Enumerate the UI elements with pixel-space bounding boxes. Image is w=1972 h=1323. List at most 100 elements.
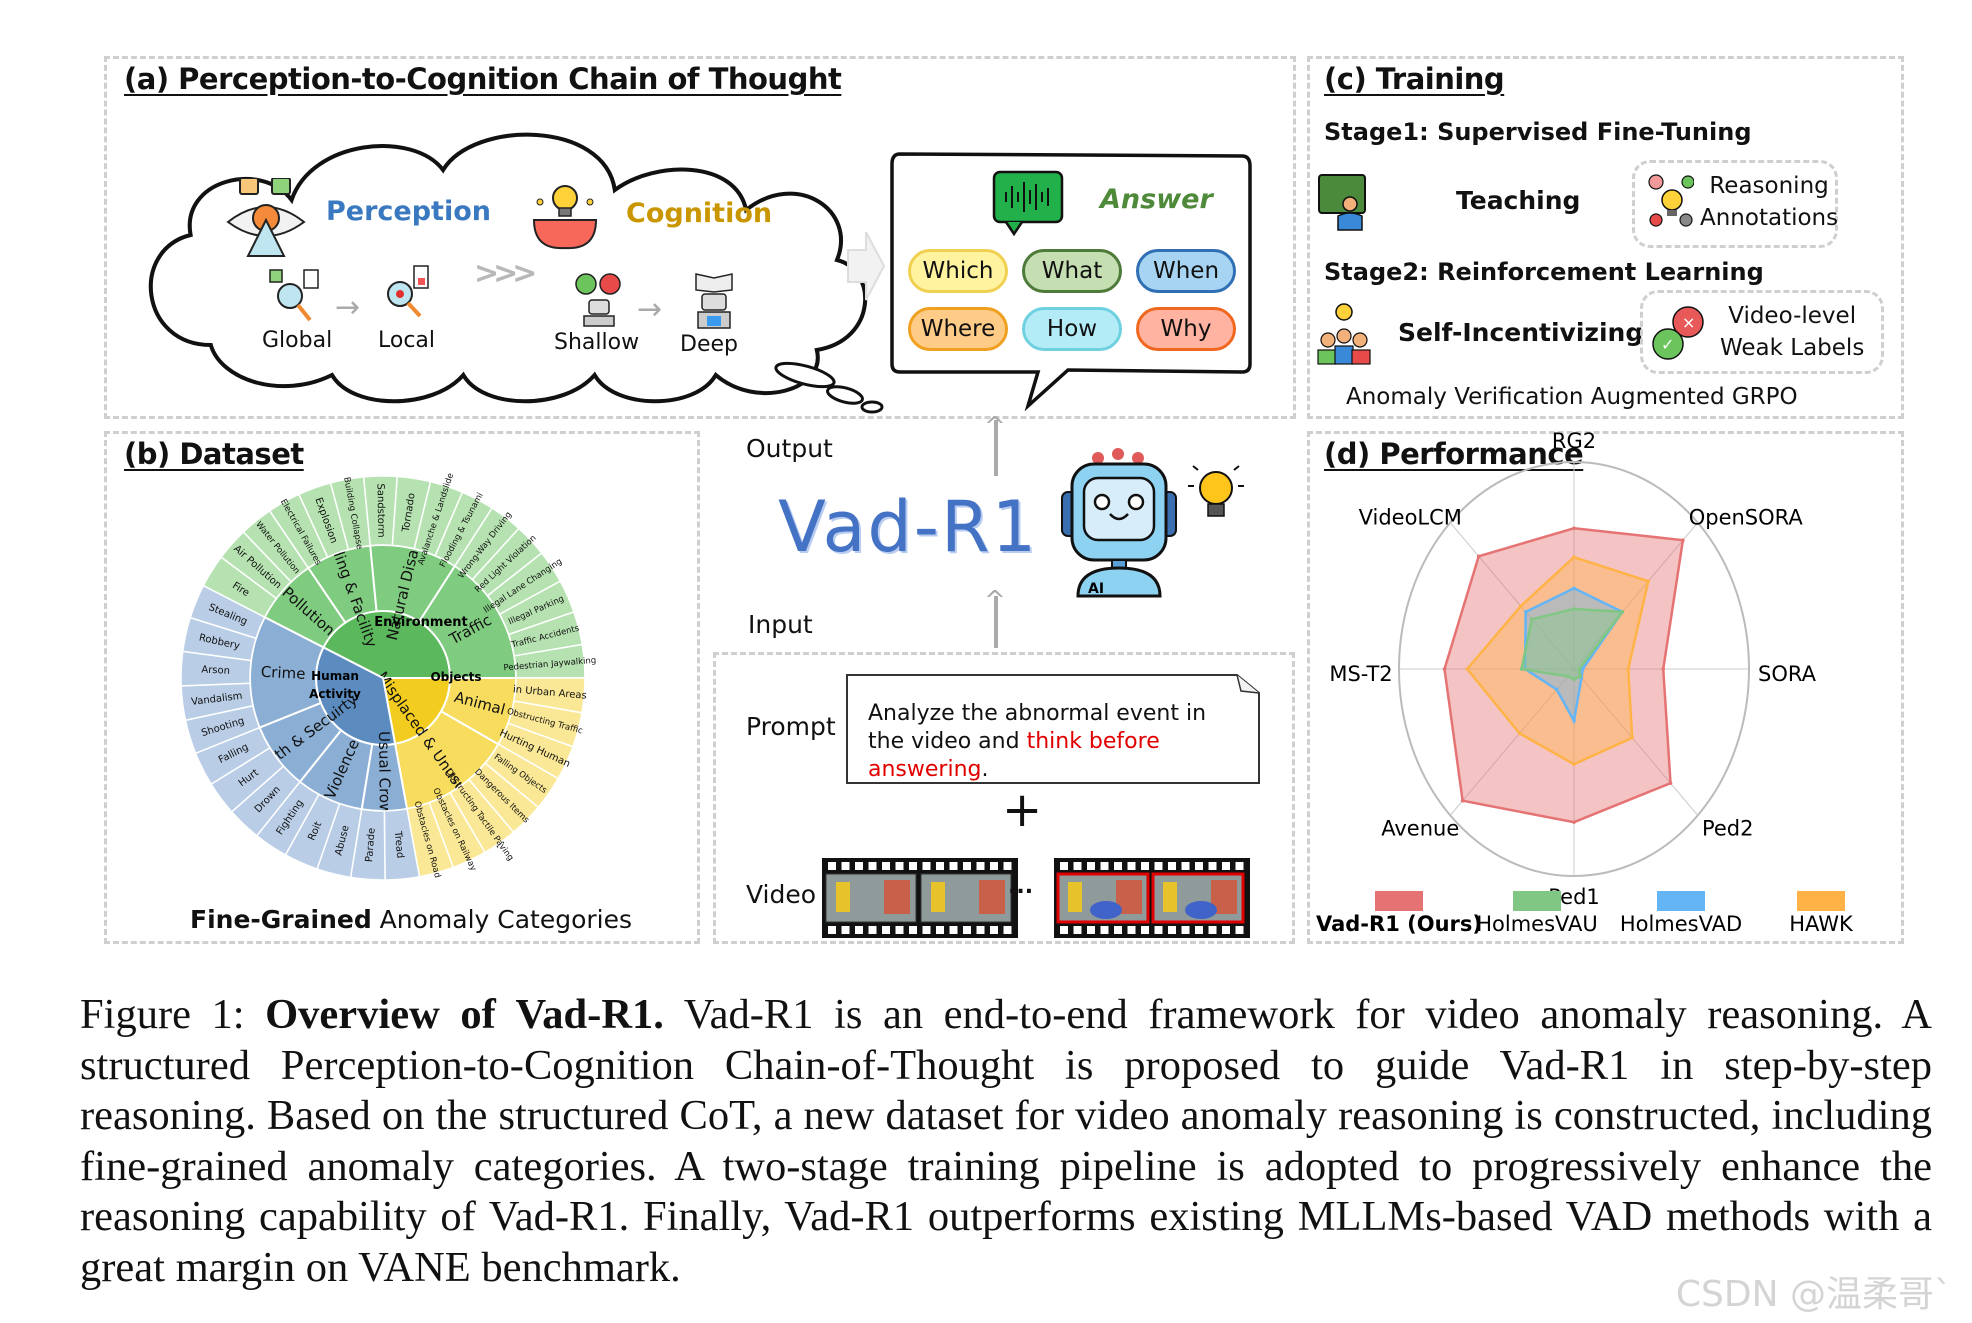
caption-prefix: Figure 1: <box>80 991 266 1038</box>
legend-swatch <box>1657 891 1705 911</box>
weak-labels-box <box>1640 290 1884 374</box>
radar-point <box>1661 667 1666 671</box>
prompt-text-end: . <box>981 757 989 782</box>
sunburst-outer-segment <box>189 584 266 640</box>
question-pill-which: Which <box>908 249 1008 293</box>
caption-bold: Overview of Vad-R1. <box>265 991 664 1038</box>
radar-point <box>1530 617 1534 622</box>
voice-answer-icon <box>992 170 1064 236</box>
reasoning-annotations-label: Reasoning Annotations <box>1700 170 1838 234</box>
arrow-shallow-deep: → <box>637 292 663 327</box>
thought-bubble-2 <box>826 385 864 405</box>
thought-bubble-1 <box>774 361 836 389</box>
step-shallow: Shallow <box>554 330 640 355</box>
stage2-label: Stage2: Reinforcement Learning <box>1324 258 1764 286</box>
radar-point <box>1442 667 1447 671</box>
radar-point <box>1580 667 1585 671</box>
radar-point <box>1572 607 1576 611</box>
radar-point <box>1460 798 1465 803</box>
svg-text:AI: AI <box>1088 581 1104 597</box>
prompt-text-highlight: think before answering <box>868 729 1160 782</box>
question-pill-why: Why <box>1136 307 1236 351</box>
radar-axis-line <box>1573 522 1699 670</box>
panel-c-title: (c) Training <box>1324 62 1505 96</box>
radar-axis-line <box>1449 522 1575 670</box>
self-incentivizing-label: Self-Incentivizing <box>1398 318 1644 347</box>
dataset-footer: Fine-Grained Anomaly Categories <box>190 905 632 934</box>
deep-robot-icon <box>695 273 733 329</box>
weak-labels-label: Video-level Weak Labels <box>1720 300 1864 364</box>
radar-point <box>1620 610 1625 614</box>
legend-label: HolmesVAD <box>1620 912 1742 936</box>
radar-axis-line <box>1449 668 1575 816</box>
radar-point <box>1646 579 1651 583</box>
ai-robot-icon: AI <box>1061 448 1244 598</box>
cognition-label: Cognition <box>626 198 773 229</box>
model-name: Vad-R1 <box>778 486 1039 568</box>
arrow-global-local: → <box>335 290 361 325</box>
watermark: CSDN @温柔哥` <box>1675 1274 1952 1315</box>
question-pill-where: Where <box>908 307 1008 351</box>
radar-point <box>1681 538 1685 542</box>
reasoning-line2: Annotations <box>1700 205 1839 231</box>
video-label: Video <box>746 880 817 909</box>
shallow-robot-icon <box>575 273 621 327</box>
global-search-icon <box>269 269 319 322</box>
performance-radar-chart: RG2OpenSORASORAPed2Ped1AvenueMS-T2VideoL… <box>1316 431 1854 936</box>
radar-point <box>1630 735 1634 740</box>
svg-text:✓: ✓ <box>1661 335 1674 354</box>
radar-point <box>1626 667 1631 671</box>
radar-point <box>1578 674 1582 679</box>
perception-eye-icon <box>226 178 306 257</box>
hollow-arrow-icon <box>847 231 886 301</box>
panel-perception-cognition <box>104 56 1296 419</box>
radar-point <box>1554 687 1559 692</box>
prompt-note-box <box>846 674 1260 784</box>
weak-labels-line1: Video-level <box>1728 303 1857 329</box>
sunburst-mid-label: Crime <box>260 663 305 683</box>
perception-label: Perception <box>326 196 491 227</box>
dataset-footer-bold: Fine-Grained <box>190 905 372 934</box>
sunburst-outer-label: Arson <box>201 665 230 677</box>
grpo-label: Anomaly Verification Augmented GRPO <box>1346 384 1798 410</box>
radar-axis-line <box>1573 668 1699 816</box>
figure-caption: Figure 1: Overview of Vad-R1. Vad-R1 is … <box>80 990 1932 1293</box>
plus-sign: + <box>1002 782 1043 838</box>
sunburst-center-label: Human <box>311 669 359 683</box>
radar-point <box>1572 526 1576 531</box>
radar-point <box>1572 762 1576 767</box>
radar-axis-label: MS-T2 <box>1329 662 1392 686</box>
check-cross-bubbles-icon: × ✓ <box>1652 306 1704 360</box>
chevrons-icon: >>> <box>474 256 537 291</box>
step-deep: Deep <box>680 332 738 357</box>
radar-axis-label: SORA <box>1758 662 1817 686</box>
svg-text:×: × <box>1682 313 1695 332</box>
radar-axis-label: RG2 <box>1552 431 1596 453</box>
legend-label: HolmesVAU <box>1476 912 1598 936</box>
radar-point <box>1523 610 1528 614</box>
legend-swatch <box>1797 891 1845 911</box>
legend-swatch <box>1375 891 1423 911</box>
filmstrip-2 <box>1054 858 1250 938</box>
input-arrow <box>994 596 998 648</box>
radar-point <box>1572 718 1576 723</box>
sunburst-center-label: Environment <box>374 615 468 630</box>
filmstrip-1 <box>822 858 1018 938</box>
local-search-icon <box>387 265 429 318</box>
radar-point <box>1476 554 1481 559</box>
answer-label: Answer <box>1100 184 1213 215</box>
thought-bubble-3 <box>860 400 884 414</box>
radar-point <box>1465 667 1470 671</box>
panel-b-title: (b) Dataset <box>124 437 304 471</box>
radar-point <box>1572 677 1576 682</box>
legend-swatch <box>1513 891 1561 911</box>
radar-point <box>1577 667 1582 671</box>
panel-training <box>1307 56 1904 419</box>
question-pill-when: When <box>1136 249 1236 293</box>
radar-axis-label: OpenSORA <box>1689 506 1804 530</box>
reasoning-line1: Reasoning <box>1709 173 1829 199</box>
prompt-text: Analyze the abnormal event in the video … <box>868 700 1248 784</box>
legend-label: HAWK <box>1789 912 1854 936</box>
step-global: Global <box>262 328 333 353</box>
radar-point <box>1668 781 1673 785</box>
